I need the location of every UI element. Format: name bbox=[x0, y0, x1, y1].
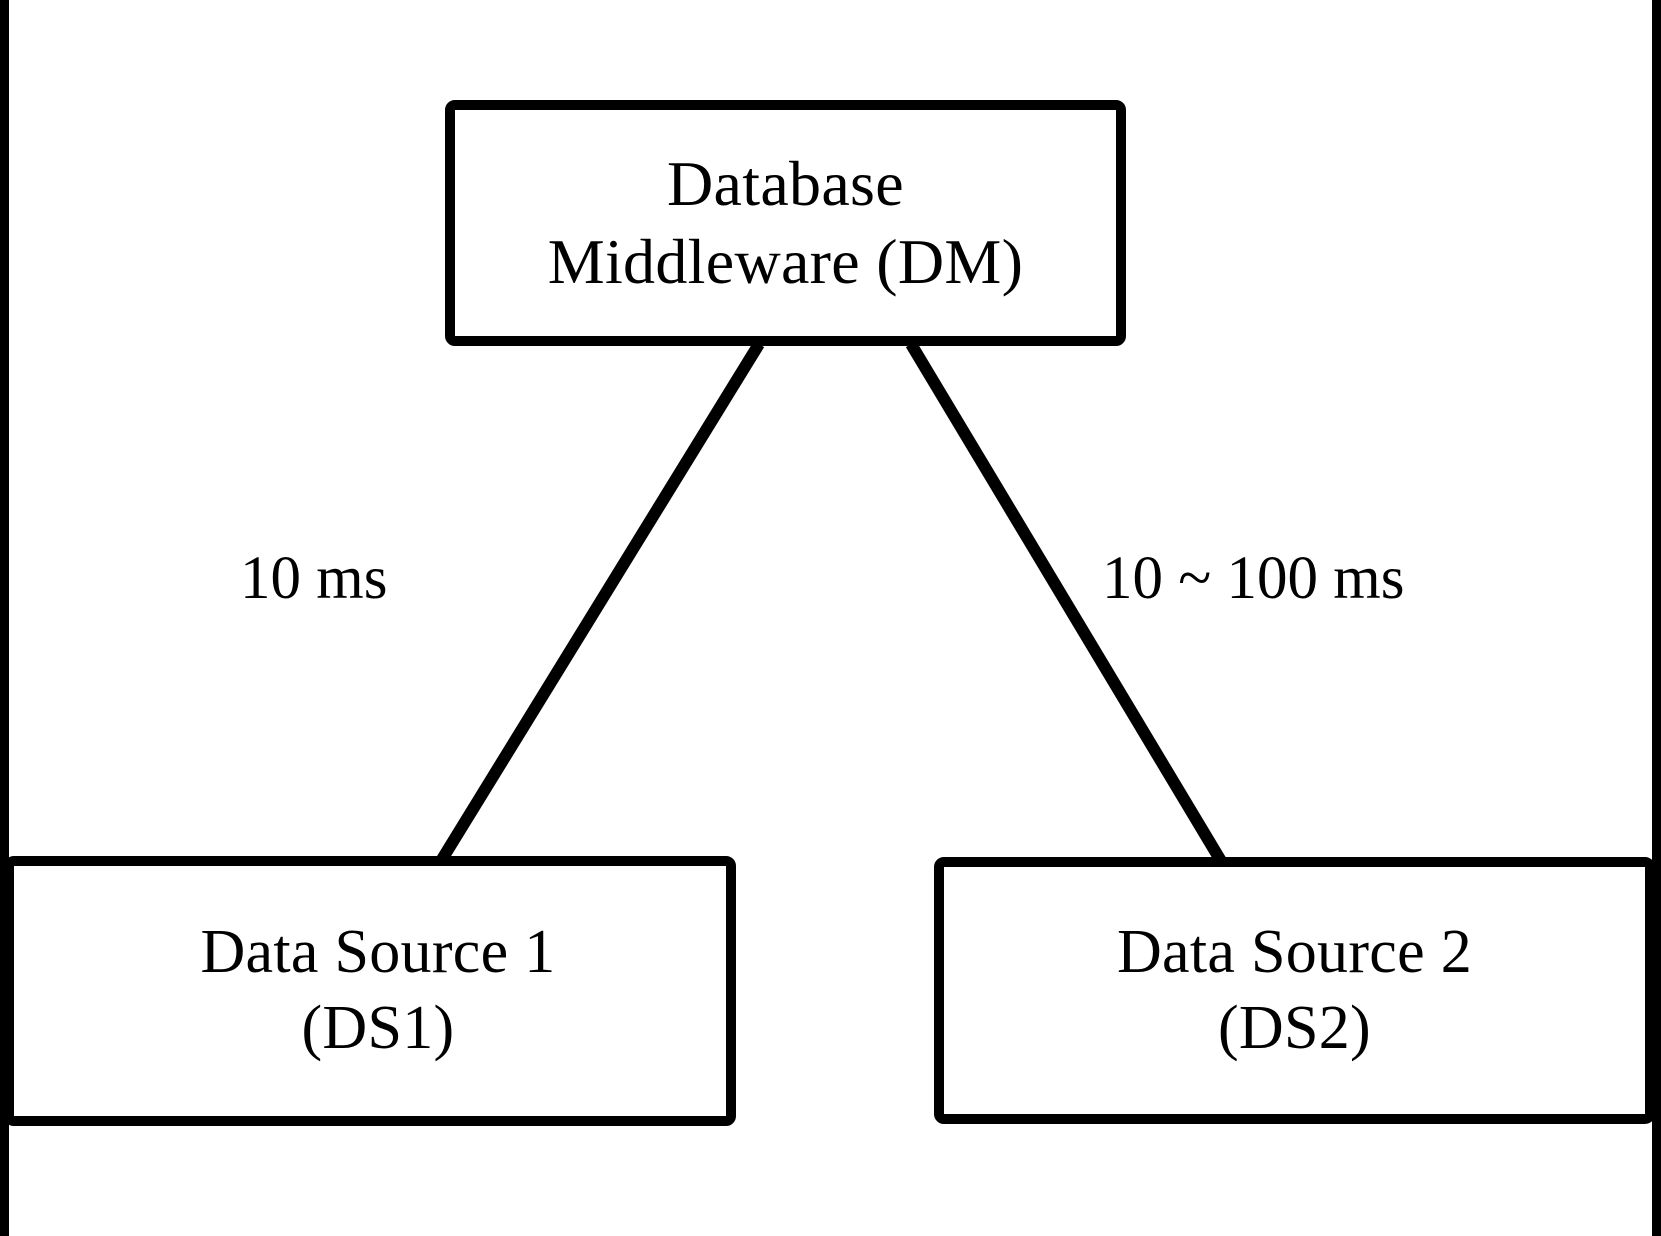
edge-label-dm-ds2-latency: 10 ~ 100 ms bbox=[1102, 545, 1405, 612]
node-data-source-2-label: Data Source 2 (DS2) bbox=[1116, 917, 1473, 1062]
page-frame-rule-right bbox=[1652, 0, 1661, 1236]
edge-label-dm-ds1-latency: 10 ms bbox=[240, 545, 388, 612]
node-data-source-1[interactable]: Data Source 1 (DS1) bbox=[4, 856, 736, 1126]
node-database-middleware-label: Database Middleware (DM) bbox=[547, 147, 1024, 297]
page-frame-rule-left bbox=[0, 0, 9, 1236]
edge-line-dm-ds2 bbox=[905, 340, 1227, 865]
node-data-source-1-label: Data Source 1 (DS1) bbox=[200, 918, 556, 1062]
node-data-source-2[interactable]: Data Source 2 (DS2) bbox=[934, 857, 1655, 1124]
node-database-middleware[interactable]: Database Middleware (DM) bbox=[445, 100, 1126, 346]
edge-line-dm-ds1 bbox=[435, 340, 765, 865]
